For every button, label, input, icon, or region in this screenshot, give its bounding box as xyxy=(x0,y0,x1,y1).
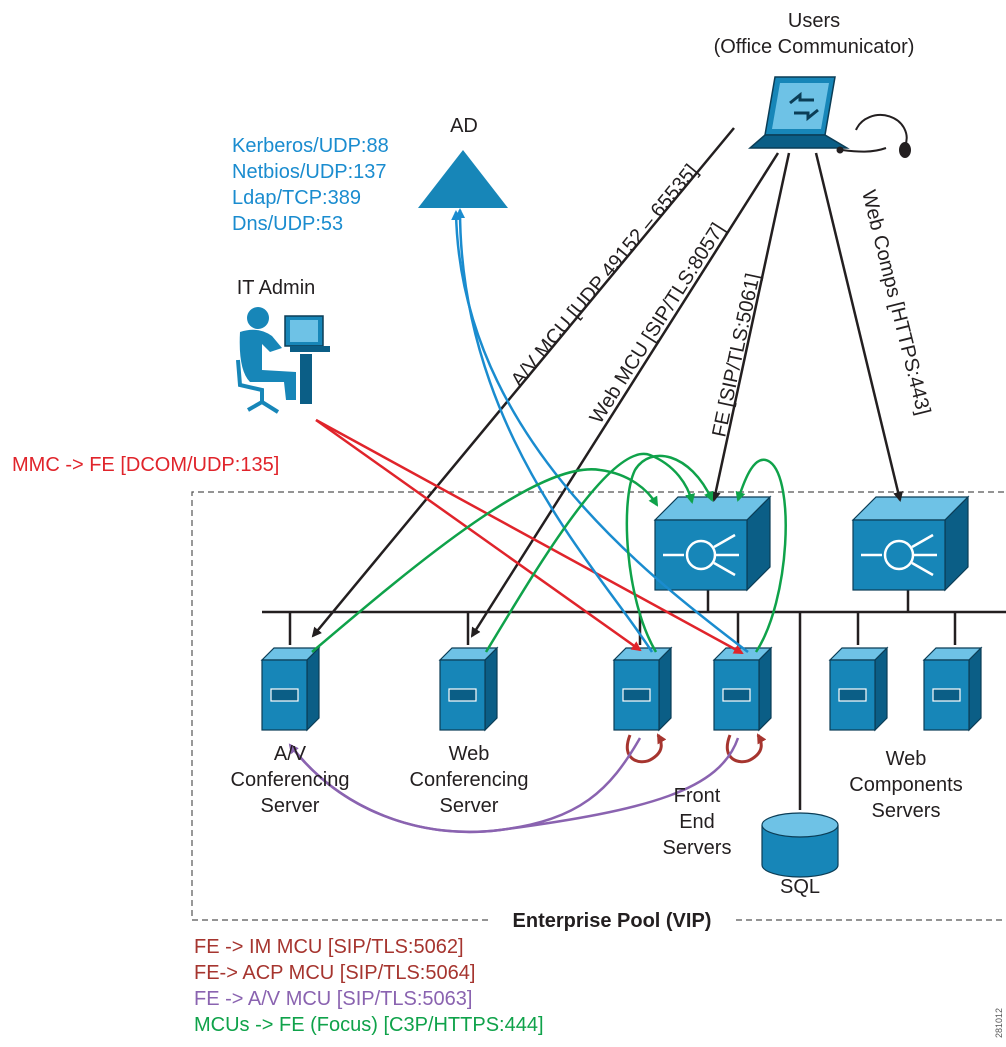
legend: FE -> IM MCU [SIP/TLS:5062] FE-> ACP MCU… xyxy=(194,936,544,1036)
ad-triangle-icon xyxy=(418,150,508,208)
ad-ports-list: Kerberos/UDP:88 Netbios/UDP:137 Ldap/TCP… xyxy=(232,135,389,235)
fe-label: FE [SIP/TLS:5061] xyxy=(708,271,764,439)
svg-text:Servers: Servers xyxy=(872,800,941,822)
ad-port-item: Ldap/TCP:389 xyxy=(232,187,361,209)
web-components-server-1-icon xyxy=(828,646,889,732)
ad-port-item: Kerberos/UDP:88 xyxy=(232,135,389,157)
focus-connections xyxy=(311,452,787,653)
svg-text:Server: Server xyxy=(261,795,320,817)
im-acp-self-loops xyxy=(626,733,767,764)
sql-database-icon xyxy=(761,812,839,878)
web-comps-connection-line xyxy=(814,152,903,502)
svg-text:A/V: A/V xyxy=(274,743,307,765)
web-components-server-2-icon xyxy=(922,646,983,732)
svg-text:Server: Server xyxy=(440,795,499,817)
figure-code: 281012 xyxy=(994,1008,1004,1038)
user-connections xyxy=(311,127,903,638)
front-end-server-1-icon xyxy=(612,646,673,732)
av-mcu-label: A/V MCU [UDP 49152 – 65535] xyxy=(507,160,703,391)
web-components-label: Web Components Servers xyxy=(849,748,962,822)
legend-item: FE-> ACP MCU [SIP/TLS:5064] xyxy=(194,962,475,984)
av-mcu-sip-connections xyxy=(288,737,740,834)
enterprise-pool-box xyxy=(191,491,1006,921)
av-server-icon xyxy=(260,646,321,732)
headset-icon xyxy=(836,114,911,158)
web-server-icon xyxy=(438,646,499,732)
it-admin-label: IT Admin xyxy=(237,277,316,299)
mmc-label: MMC -> FE [DCOM/UDP:135] xyxy=(12,454,279,476)
ad-port-item: Dns/UDP:53 xyxy=(232,213,343,235)
fe-connection-line xyxy=(710,152,791,502)
ad-connections xyxy=(451,208,749,653)
svg-text:Components: Components xyxy=(849,774,962,796)
svg-text:Conferencing: Conferencing xyxy=(231,769,350,791)
web-server-label: Web Conferencing Server xyxy=(410,743,529,817)
svg-text:End: End xyxy=(679,811,715,833)
users-label: Users xyxy=(788,10,840,32)
svg-text:Web: Web xyxy=(886,748,927,770)
ad-port-item: Netbios/UDP:137 xyxy=(232,161,387,183)
laptop-icon xyxy=(747,76,850,149)
svg-text:Front: Front xyxy=(674,785,721,807)
fe-load-balancer-icon xyxy=(653,495,772,592)
legend-item: MCUs -> FE (Focus) [C3P/HTTPS:444] xyxy=(194,1014,544,1036)
web-mcu-connection-line xyxy=(470,152,780,638)
svg-text:Web: Web xyxy=(449,743,490,765)
front-end-label: Front End Servers xyxy=(663,785,732,859)
svg-text:Conferencing: Conferencing xyxy=(410,769,529,791)
av-server-label: A/V Conferencing Server xyxy=(231,743,350,817)
users-sublabel: (Office Communicator) xyxy=(714,36,915,58)
svg-text:Servers: Servers xyxy=(663,837,732,859)
front-end-server-2-icon xyxy=(712,646,773,732)
web-comps-label: Web Comps [HTTPS:443] xyxy=(857,188,934,417)
web-mcu-label: Web MCU [SIP/TLS:8057] xyxy=(586,219,730,427)
enterprise-pool-label: Enterprise Pool (VIP) xyxy=(513,910,712,932)
network-backbone xyxy=(262,590,1006,810)
legend-item: FE -> IM MCU [SIP/TLS:5062] xyxy=(194,936,464,958)
legend-item: FE -> A/V MCU [SIP/TLS:5063] xyxy=(194,988,472,1010)
mmc-connections xyxy=(315,418,744,655)
av-mcu-connection-line xyxy=(311,127,735,638)
it-admin-icon xyxy=(236,307,330,414)
web-load-balancer-icon xyxy=(851,495,970,592)
ad-label: AD xyxy=(450,115,478,137)
sql-label: SQL xyxy=(780,876,820,898)
